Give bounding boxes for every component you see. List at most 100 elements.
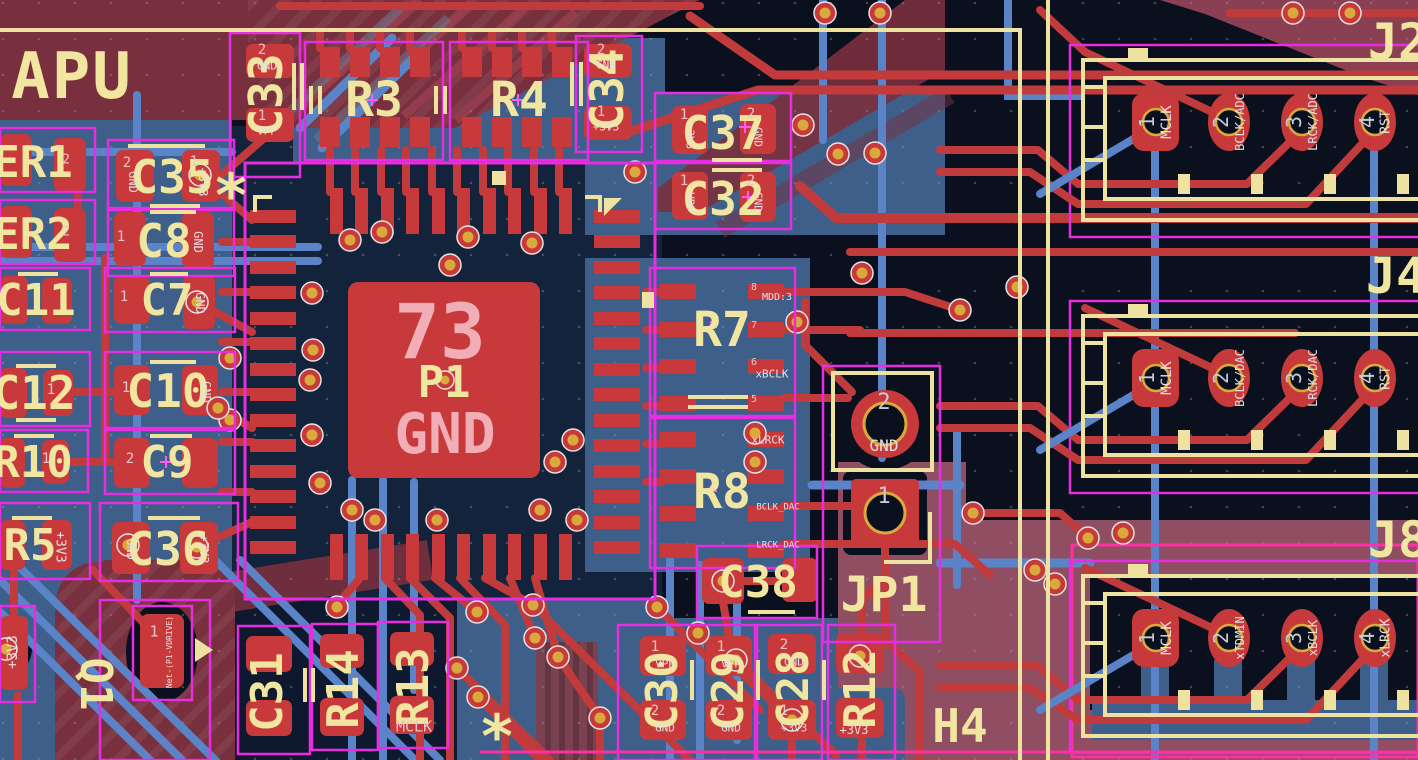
ref-c11[interactable]: C11 <box>0 275 76 326</box>
chip-center-pad-net: GND <box>394 402 496 467</box>
silkscreen-lines <box>0 0 1050 760</box>
ref-r13[interactable]: R13 <box>388 647 439 727</box>
pad-num: 2 <box>650 703 660 719</box>
ref-h4[interactable]: H4 <box>932 699 988 753</box>
pad-net: +3V3 <box>197 534 211 564</box>
ref-c36[interactable]: C36 <box>126 522 210 576</box>
j8-pad1-num: 1 <box>1135 631 1159 645</box>
pad-num: 2 <box>257 42 267 58</box>
j4-pad4-num: 4 <box>1355 371 1379 385</box>
pad-num: 2 <box>122 155 132 171</box>
ref-r7[interactable]: R7 <box>693 302 751 358</box>
j8-pad3-num: 3 <box>1282 631 1306 645</box>
ref-c35[interactable]: C35 <box>130 150 214 204</box>
jp1-pads[interactable] <box>851 390 919 547</box>
ref-r5[interactable]: R5 <box>3 520 57 571</box>
pad-num: 1 <box>716 639 726 655</box>
j8-pad3-net: xBCLK <box>1306 619 1320 657</box>
ref-jp1[interactable]: JP1 <box>840 567 928 623</box>
j2-pad2-num: 2 <box>1209 115 1233 129</box>
j4-pad3-net: LRCK/DAC <box>1306 349 1320 407</box>
pad-net: +3V3 <box>780 721 808 735</box>
ref-c12[interactable]: C12 <box>0 366 76 420</box>
pad-net: GND <box>257 59 277 73</box>
j4-pad2-num: 2 <box>1209 371 1233 385</box>
board-title: APU <box>11 40 133 114</box>
silk-asterisk-1: * <box>212 161 250 231</box>
j2-pad1-net: MCLK <box>1159 105 1175 139</box>
pad-num: 8 <box>750 282 758 293</box>
ref-r14[interactable]: R14 <box>318 649 369 729</box>
pad-num: 1 <box>679 173 689 189</box>
ref-c37[interactable]: C37 <box>681 106 765 160</box>
ref-c8[interactable]: C8 <box>136 214 192 268</box>
courtyard-outlines <box>0 31 942 760</box>
pad-num: 1 <box>596 104 606 120</box>
ref-q1[interactable]: Q1 <box>70 657 121 711</box>
jp1-pad2-net: GND <box>869 436 899 455</box>
j8-pad4-net: xLRCK <box>1378 618 1394 658</box>
j4-pad1-net: MCLK <box>1159 361 1175 395</box>
pad-num: 1 <box>779 703 789 719</box>
pad-net: Net-(P1-VDRIVE) <box>165 615 174 689</box>
pad-num: 1 <box>119 289 129 305</box>
ref-c31[interactable]: C31 <box>242 652 293 732</box>
pad-num: 1 <box>41 451 51 467</box>
pad-net: LRCK_DAC <box>756 540 800 551</box>
pad-net: VPP <box>257 124 277 138</box>
pad-net: xLRCK <box>751 433 785 447</box>
j8-pad4-num: 4 <box>1355 631 1379 645</box>
ref-er1[interactable]: ER1 <box>0 137 73 188</box>
ref-c7[interactable]: C7 <box>140 275 194 326</box>
pad-net: GND <box>199 381 213 403</box>
pad-net: +3V3 <box>683 122 697 150</box>
chip-corner-arrow-icon <box>604 198 622 216</box>
j4-pad3-num: 3 <box>1282 371 1306 385</box>
silk-asterisk-2: * <box>478 702 516 760</box>
ref-r8[interactable]: R8 <box>693 464 751 520</box>
pad-num: 2 <box>62 224 70 240</box>
ref-j4[interactable]: J4 <box>1365 247 1418 305</box>
pad-num: 1 <box>189 154 199 170</box>
pad-num: 6 <box>750 357 758 368</box>
pad-num: 1 <box>650 639 660 655</box>
pad-net: GND <box>124 538 138 560</box>
pad-num: 1 <box>121 380 131 396</box>
pad-num: 2 <box>62 152 70 168</box>
pad-num: 2 <box>125 451 135 467</box>
ref-c32[interactable]: C32 <box>681 172 765 226</box>
jp1-pad1-num: 1 <box>877 484 891 509</box>
j8-pad2-num: 2 <box>1209 631 1233 645</box>
ref-c10[interactable]: C10 <box>126 364 210 418</box>
j4-pad2-net: BCLK/DAC <box>1233 349 1247 407</box>
pad-num: 5 <box>750 394 758 405</box>
chip-ref[interactable]: P1 <box>417 357 471 408</box>
pad-net: GND <box>126 171 140 193</box>
pad-net: GND <box>655 721 675 735</box>
pad-net: GND <box>191 231 205 253</box>
j8-pad2-net: xTDMIN <box>1233 616 1247 660</box>
pad-net: GND <box>784 655 804 669</box>
pad-net: MDD:3 <box>761 292 793 303</box>
pad-num: 1 <box>679 107 689 123</box>
pad-num: 1 <box>46 382 56 398</box>
ref-r4[interactable]: R4 <box>490 72 548 128</box>
pad-net: GND <box>193 292 207 314</box>
ref-er2[interactable]: ER2 <box>0 209 73 260</box>
ref-r10[interactable]: R10 <box>0 437 73 488</box>
ref-j8[interactable]: J8 <box>1367 511 1418 569</box>
ref-r12[interactable]: R12 <box>835 649 886 729</box>
pad-num: 1 <box>257 108 267 124</box>
ref-c38[interactable]: C38 <box>718 557 798 608</box>
ref-r3[interactable]: R3 <box>345 72 403 128</box>
chip-center-pad-number[interactable]: 73 <box>394 287 486 376</box>
pad-net: GND <box>751 192 765 212</box>
ref-c9[interactable]: C9 <box>140 437 194 488</box>
pad-net: GND <box>721 721 741 735</box>
ref-j2[interactable]: J2 <box>1367 13 1418 71</box>
pad-net: GND <box>751 127 765 147</box>
pad-net: +3V3 <box>839 723 869 737</box>
j4-pad1-num: 1 <box>1135 371 1159 385</box>
